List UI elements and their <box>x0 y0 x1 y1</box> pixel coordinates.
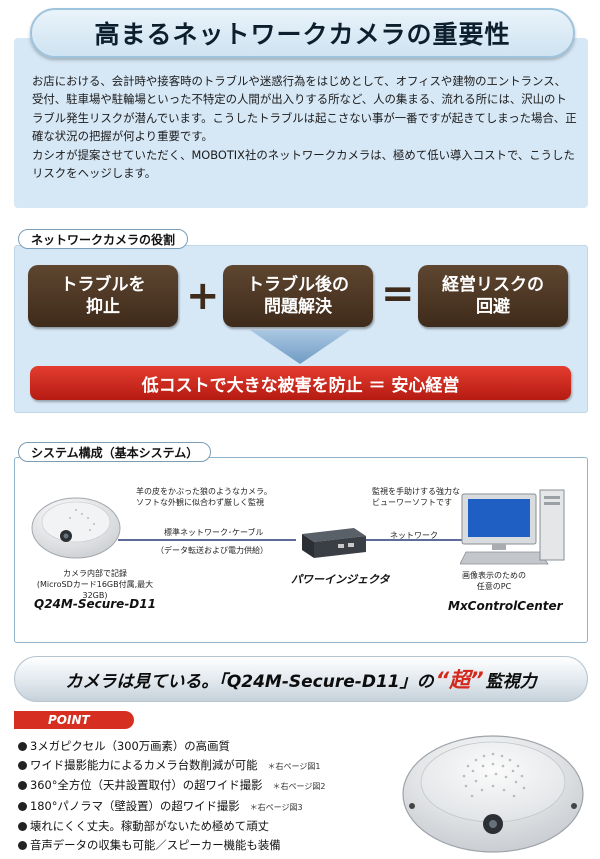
result-banner: 低コストで大きな被害を防止 ＝ 安心経営 <box>30 366 571 400</box>
list-item: 3メガピクセル（300万画素）の高画質 <box>18 737 398 756</box>
cable-label: 標準ネットワーク･ケーブル <box>164 528 264 537</box>
down-arrow-icon <box>250 330 350 364</box>
deterrence-line2: 抑止 <box>86 297 120 317</box>
intro-paragraph-1: お店における、会計時や接客時のトラブルや迷惑行為をはじめとして、オフィスや建物の… <box>32 74 577 144</box>
power-injector-image <box>302 528 366 558</box>
bullet-icon <box>18 840 27 850</box>
bullet-icon <box>18 822 27 832</box>
power-injector-label: パワーインジェクタ <box>291 573 390 586</box>
risk-avoidance-line1: 経営リスクの <box>442 275 544 295</box>
network-label: ネットワーク <box>390 531 438 540</box>
software-name: MxControlCenter <box>448 599 563 613</box>
deterrence-box: トラブルを抑止 <box>28 265 178 327</box>
software-description-line2: ビューワーソフトです <box>372 498 452 507</box>
camera-image <box>31 497 121 559</box>
pc-line1: 画像表示のための <box>462 571 526 580</box>
point-tag: POINT <box>14 711 134 729</box>
feature-banner-suffix: 監視力 <box>485 671 537 692</box>
risk-avoidance-box: 経営リスクの回避 <box>418 265 568 327</box>
camera-description-line2: ソフトな外観に似合わず厳しく監視 <box>136 498 264 507</box>
page-title: 高まるネットワークカメラの重要性 <box>94 20 511 49</box>
intro-text: お店における、会計時や接客時のトラブルや迷惑行為をはじめとして、オフィスや建物の… <box>32 72 577 182</box>
pc-line2: 任意のPC <box>476 582 512 591</box>
camera-description: 羊の皮をかぶった狼のようなカメラ。 ソフトな外観に似合わず厳しく監視 <box>136 486 272 508</box>
role-section-label: ネットワークカメラの役割 <box>18 229 189 249</box>
list-item: 360°全方位（天井設置取付）の超ワイド撮影＊右ページ図2 <box>18 776 398 797</box>
camera-large-image <box>402 735 584 853</box>
pc-image <box>460 489 565 565</box>
bullet-icon <box>18 742 27 751</box>
pc-info: 画像表示のための 任意のPC <box>452 570 536 592</box>
bullet-icon <box>18 760 27 770</box>
bullet-icon <box>18 801 27 811</box>
plus-sign: + <box>186 273 220 319</box>
page-title-banner: 高まるネットワークカメラの重要性 <box>30 8 575 58</box>
network-cables <box>118 539 468 541</box>
item-note: ＊右ページ図2 <box>272 782 326 792</box>
item-note: ＊右ページ図3 <box>249 802 303 812</box>
feature-banner-emphasis: “超” <box>435 668 484 692</box>
deterrence-line1: トラブルを <box>60 275 146 295</box>
recording-line1: カメラ内部で記録 <box>63 569 127 578</box>
list-item: 壊れにくく丈夫。稼動部がないため極めて頑丈 <box>18 817 398 836</box>
recording-line2: (MicroSDカード16GB付属,最大32GB) <box>36 580 154 600</box>
cable-note: （データ転送および電力供給） <box>156 546 268 555</box>
list-item: 音声データの収集も可能／スピーカー機能も装備 <box>18 836 398 855</box>
equals-sign: = <box>381 271 415 317</box>
camera-description-line1: 羊の皮をかぶった狼のようなカメラ。 <box>136 487 272 496</box>
list-item: 180°パノラマ（壁設置）の超ワイド撮影＊右ページ図3 <box>18 797 398 818</box>
problem-solving-line2: 問題解決 <box>264 297 332 317</box>
risk-avoidance-line2: 回避 <box>476 297 510 317</box>
intro-paragraph-2: カシオが提案させていただく、MOBOTIX社のネットワークカメラは、極めて低い導… <box>32 147 575 181</box>
software-description: 監視を手助けする強力な ビューワーソフトです <box>372 486 460 508</box>
item-note: ＊右ページ図1 <box>267 761 321 771</box>
camera-model-name: Q24M-Secure-D11 <box>34 597 156 611</box>
feature-banner-text: カメラは見ている。「Q24M-Secure-D11」の <box>65 671 434 692</box>
feature-banner: カメラは見ている。「Q24M-Secure-D11」の“超”監視力 <box>14 656 588 702</box>
bullet-icon <box>18 781 27 791</box>
system-section-label: システム構成（基本システム） <box>18 442 212 462</box>
recording-info: カメラ内部で記録 (MicroSDカード16GB付属,最大32GB) <box>36 568 154 601</box>
software-description-line1: 監視を手助けする強力な <box>372 487 460 496</box>
problem-solving-line1: トラブル後の <box>247 275 349 295</box>
point-list: 3メガピクセル（300万画素）の高画質 ワイド撮影能力によるカメラ台数削減が可能… <box>18 737 398 855</box>
problem-solving-box: トラブル後の問題解決 <box>223 265 373 327</box>
list-item: ワイド撮影能力によるカメラ台数削減が可能＊右ページ図1 <box>18 756 398 777</box>
